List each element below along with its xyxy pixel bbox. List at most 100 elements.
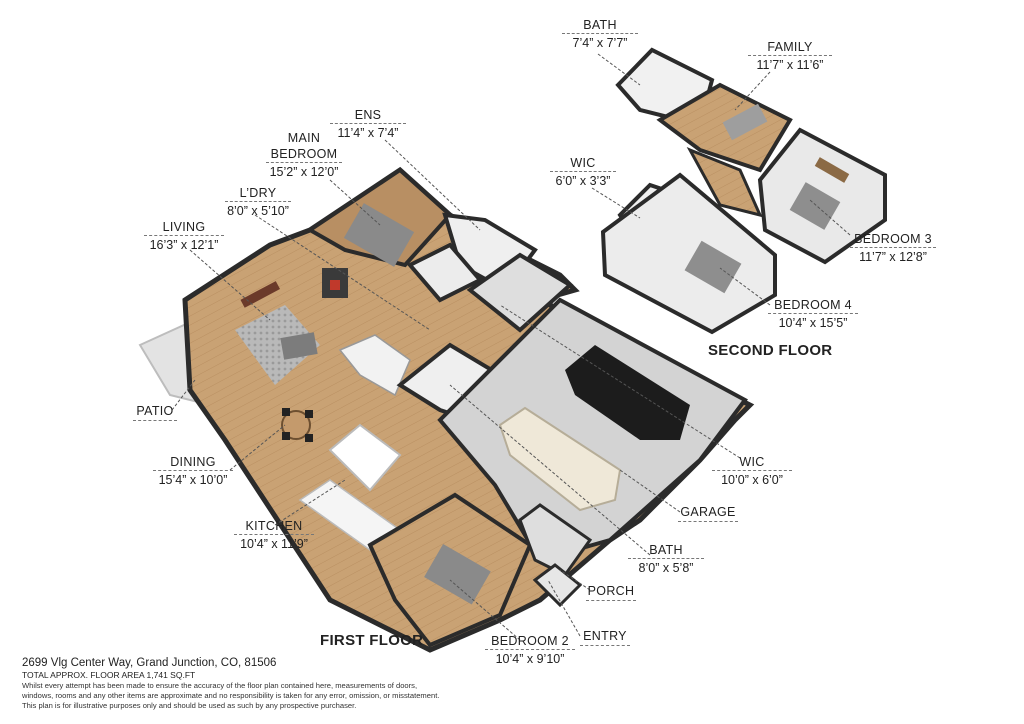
leader-entry <box>547 579 581 637</box>
leader-bedroom2 <box>449 579 521 641</box>
laundry-room <box>406 242 484 303</box>
label-dining: DINING 15’4” x 10’0” <box>153 454 233 488</box>
room-name: DINING <box>170 455 216 469</box>
label-wic-up: WIC 6’0” x 3’3” <box>550 155 616 189</box>
room-name: MAIN <box>287 131 321 145</box>
leader-kitchen <box>274 479 346 526</box>
stairs <box>338 334 411 397</box>
label-living: LIVING 16’3” x 12’1” <box>144 219 224 253</box>
room-dimensions: 16’3” x 12’1” <box>144 235 224 253</box>
leader-ens <box>384 139 481 231</box>
leader-family <box>734 71 771 111</box>
room-name: BATH <box>649 543 683 557</box>
leader-porch <box>559 569 591 591</box>
bed-main <box>343 203 415 267</box>
room-name: BEDROOM 4 <box>774 298 852 312</box>
leader-lines <box>171 53 851 641</box>
bedroom4-room <box>600 172 777 335</box>
disclaimer-line: Whilst every attempt has been made to en… <box>22 681 418 690</box>
room-dimensions: 10’4” x 11’9” <box>234 534 314 552</box>
leader-wic-down <box>499 304 741 459</box>
upper-hall <box>686 147 763 218</box>
closet-upper <box>466 252 574 333</box>
sofa-living <box>280 332 318 360</box>
second-floor-plan <box>600 47 887 335</box>
leader-bath-down <box>449 384 651 556</box>
room-name: BEDROOM 2 <box>491 634 569 648</box>
fireplace-fire <box>330 280 340 290</box>
garage-room <box>437 297 748 563</box>
leader-bedroom4 <box>719 267 771 306</box>
room-name: LIVING <box>162 220 206 234</box>
room-name: GARAGE <box>680 505 736 519</box>
leader-patio <box>171 379 196 411</box>
label-main-bedroom: MAIN BEDROOM 15’2” x 12’0” <box>266 130 342 180</box>
dining-chair <box>305 434 313 442</box>
leader-bath-up <box>597 53 641 86</box>
room-name: KITCHEN <box>245 519 303 533</box>
property-address: 2699 Vlg Center Way, Grand Junction, CO,… <box>22 657 277 669</box>
disclaimer-line: This plan is for illustrative purposes o… <box>22 701 357 710</box>
label-bath-down: BATH 8’0” x 5’8” <box>628 542 704 576</box>
dining-chair <box>282 432 290 440</box>
bed-bedroom4 <box>684 240 742 294</box>
leader-dining <box>229 424 286 471</box>
living-rug <box>235 305 320 385</box>
label-bedroom2: BEDROOM 2 10’4” x 9’10” <box>485 633 575 667</box>
leader-bedroom3 <box>809 199 851 236</box>
dining-chair <box>305 410 313 418</box>
room-name: ENTRY <box>583 629 627 643</box>
kitchen-island <box>328 423 402 492</box>
room-dimensions: 6’0” x 3’3” <box>550 171 616 189</box>
first-floor-title: FIRST FLOOR <box>320 632 424 649</box>
plan-footer: 2699 Vlg Center Way, Grand Junction, CO,… <box>22 656 542 711</box>
entry-area <box>532 563 583 608</box>
dining-chair <box>282 408 290 416</box>
room-dimensions: 8’0” x 5’10” <box>225 201 291 219</box>
desk-bedroom3 <box>814 157 850 183</box>
leader-living <box>189 249 271 321</box>
label-family: FAMILY 11’7” x 11’6” <box>748 39 832 73</box>
bench-living <box>240 281 281 308</box>
label-porch: PORCH <box>586 583 636 601</box>
room-name: PORCH <box>587 584 635 598</box>
room-name: L’DRY <box>239 186 277 200</box>
bed-bedroom2 <box>424 544 491 605</box>
total-floor-area: TOTAL APPROX. FLOOR AREA 1,741 SQ.FT <box>22 670 196 680</box>
room-name: ENS <box>354 108 382 122</box>
room-dimensions: 10’4” x 9’10” <box>485 649 575 667</box>
room-dimensions: 8’0” x 5’8” <box>628 558 704 576</box>
room-name: BATH <box>583 18 617 32</box>
sofa <box>722 103 768 141</box>
label-entry: ENTRY <box>580 628 630 646</box>
disclaimer-line: windows, rooms and any other items are a… <box>22 691 440 700</box>
room-name: BEDROOM 3 <box>854 232 932 246</box>
black-car <box>565 345 690 440</box>
leader-wic-up <box>591 187 641 219</box>
porch-area <box>518 503 593 577</box>
label-laundry: L’DRY 8’0” x 5’10” <box>225 185 291 219</box>
label-garage: GARAGE <box>678 504 738 522</box>
label-ens: ENS 11’4” x 7’4” <box>330 107 406 141</box>
room-dimensions: 11’7” x 11’6” <box>748 55 832 73</box>
room-dimensions: 15’4” x 10’0” <box>153 470 233 488</box>
room-name: FAMILY <box>767 40 813 54</box>
room-dimensions: 10’0” x 6’0” <box>712 470 792 488</box>
room-dimensions: 11’4” x 7’4” <box>330 123 406 141</box>
label-patio: PATIO <box>133 403 177 421</box>
room-name: PATIO <box>136 404 174 418</box>
first-floor-plan <box>138 166 755 653</box>
label-bedroom3: BEDROOM 3 11’7” x 12’8” <box>850 231 936 265</box>
room-name: WIC <box>570 156 596 170</box>
label-wic-down: WIC 10’0” x 6’0” <box>712 454 792 488</box>
room-dimensions: 15’2” x 12’0” <box>266 162 342 180</box>
leader-main-bed <box>329 179 381 226</box>
room-dimensions: 7’4” x 7’7” <box>562 33 638 51</box>
label-bath-up: BATH 7’4” x 7’7” <box>562 17 638 51</box>
label-kitchen: KITCHEN 10’4” x 11’9” <box>234 518 314 552</box>
room-name: WIC <box>739 455 765 469</box>
room-dimensions: 10’4” x 15’5” <box>768 313 858 331</box>
leader-garage <box>619 469 681 513</box>
label-bedroom4: BEDROOM 4 10’4” x 15’5” <box>768 297 858 331</box>
